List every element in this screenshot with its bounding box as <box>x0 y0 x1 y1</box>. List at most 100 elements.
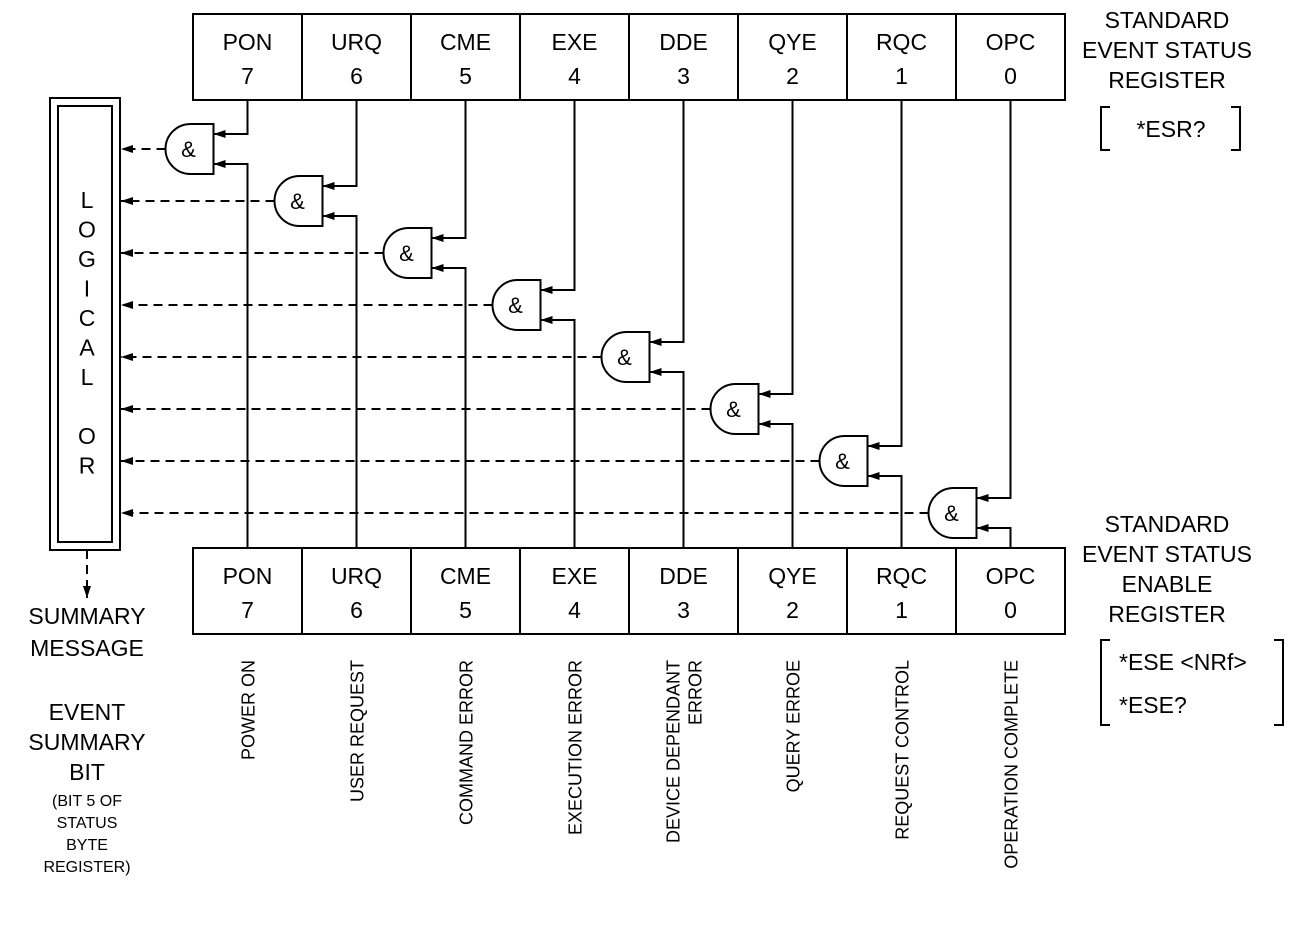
bit-mnemonic: URQ <box>331 29 382 55</box>
and-gate-body <box>709 383 760 435</box>
bit-description-qye: QUERY ERROE <box>784 660 804 792</box>
bit-mnemonic: DDE <box>659 29 708 55</box>
status-bit-wire <box>431 100 467 242</box>
event-summary-note: (BIT 5 OF STATUS BYTE REGISTER) <box>43 793 130 876</box>
bit-description-cme: COMMAND ERROR <box>457 660 477 825</box>
bit-mnemonic: OPC <box>986 563 1036 589</box>
and-gate-symbol: & <box>181 137 196 162</box>
bit-mnemonic: DDE <box>659 563 708 589</box>
enable-bit-wire <box>540 316 576 548</box>
logical-or-letter: C <box>79 305 96 331</box>
bit-number: 2 <box>786 597 799 623</box>
and-gate-body <box>818 435 869 487</box>
status-register-title-line: EVENT STATUS <box>1082 37 1252 63</box>
enable-register-cell-urq: URQ 6 <box>331 563 382 623</box>
enable-register-cell-dde: DDE 3 <box>659 563 708 623</box>
bit-mnemonic: PON <box>223 563 273 589</box>
bit-number: 1 <box>895 597 908 623</box>
status-register-title-line: STANDARD <box>1105 7 1230 33</box>
and-gate-pon: & <box>164 123 215 175</box>
and-gate-body <box>491 279 542 331</box>
status-bit-wire <box>976 100 1012 502</box>
bit-number: 3 <box>677 597 690 623</box>
enable-bit-wire <box>649 368 685 548</box>
bit-number: 4 <box>568 63 581 89</box>
logical-or-block-inner <box>57 105 113 543</box>
and-gate-symbol: & <box>944 501 959 526</box>
logical-or-letter: G <box>78 246 96 272</box>
esr-query: *ESR? <box>1136 116 1205 142</box>
logical-or-block-outer <box>49 97 121 551</box>
bit-number: 4 <box>568 597 581 623</box>
enable-register-title-line: EVENT STATUS <box>1082 541 1252 567</box>
enable-register-title-line: STANDARD <box>1105 511 1230 537</box>
status-bit-wire <box>649 100 685 346</box>
bit-number: 2 <box>786 63 799 89</box>
enable-bit-wire <box>758 420 794 548</box>
enable-register-title-line: REGISTER <box>1108 601 1226 627</box>
enable-bit-wire <box>431 264 467 548</box>
enable-bit-wire <box>322 212 358 548</box>
event-summary-bit-label: EVENT SUMMARY BIT <box>28 699 145 785</box>
bit-number: 0 <box>1004 63 1017 89</box>
and-gate-symbol: & <box>726 397 741 422</box>
bit-mnemonic: PON <box>223 29 273 55</box>
and-gate-exe: & <box>491 279 542 331</box>
and-gates: &&&&&&&& <box>164 123 978 539</box>
status-bit-wire <box>213 100 249 138</box>
and-gate-body <box>382 227 433 279</box>
summary-message-line: MESSAGE <box>30 635 144 661</box>
and-gate-body <box>273 175 324 227</box>
event-summary-line: SUMMARY <box>28 729 145 755</box>
bit-mnemonic: CME <box>440 563 491 589</box>
status-register-cell-pon: PON 7 <box>223 29 273 89</box>
bit-number: 7 <box>241 63 254 89</box>
and-gate-body <box>600 331 651 383</box>
bit-number: 6 <box>350 63 363 89</box>
bit-description-rqc: REQUEST CONTROL <box>893 660 913 840</box>
and-gate-dde: & <box>600 331 651 383</box>
ese-set-command: *ESE <NRf> <box>1119 649 1247 675</box>
bit-description-dde: ERROR <box>686 660 706 725</box>
event-summary-note-line: BYTE <box>66 837 108 854</box>
summary-message-label: SUMMARY MESSAGE <box>28 603 145 661</box>
ese-query-command: *ESE? <box>1119 692 1187 718</box>
esr-query-bracket <box>1100 106 1241 151</box>
event-summary-note-line: STATUS <box>57 815 118 832</box>
status-register-cell-opc: OPC 0 <box>986 29 1036 89</box>
status-register-cell-urq: URQ 6 <box>331 29 382 89</box>
and-gate-qye: & <box>709 383 760 435</box>
enable-bit-wire <box>976 524 1012 548</box>
bit-mnemonic: QYE <box>768 29 817 55</box>
event-summary-line: EVENT <box>49 699 126 725</box>
bit-description-opc: OPERATION COMPLETE <box>1002 660 1022 869</box>
ese-command-bracket <box>1100 639 1284 726</box>
and-gate-cme: & <box>382 227 433 279</box>
enable-bit-wire <box>213 160 249 548</box>
enable-register-cell-pon: PON 7 <box>223 563 273 623</box>
bit-mnemonic: RQC <box>876 563 927 589</box>
bit-mnemonic: URQ <box>331 563 382 589</box>
and-gate-symbol: & <box>508 293 523 318</box>
bit-number: 7 <box>241 597 254 623</box>
status-register-cell-dde: DDE 3 <box>659 29 708 89</box>
bit-number: 3 <box>677 63 690 89</box>
bit-number: 6 <box>350 597 363 623</box>
bit-mnemonic: OPC <box>986 29 1036 55</box>
and-gate-body <box>164 123 215 175</box>
status-bit-wire <box>867 100 903 450</box>
bit-description-urq: USER REQUEST <box>348 660 368 802</box>
event-summary-note-line: REGISTER) <box>43 859 130 876</box>
logical-or-letter: O <box>78 423 96 449</box>
and-gate-opc: & <box>927 487 978 539</box>
bit-description-exe: EXECUTION ERROR <box>566 660 586 835</box>
bit-description-dde: DEVICE DEPENDANT <box>664 660 684 843</box>
